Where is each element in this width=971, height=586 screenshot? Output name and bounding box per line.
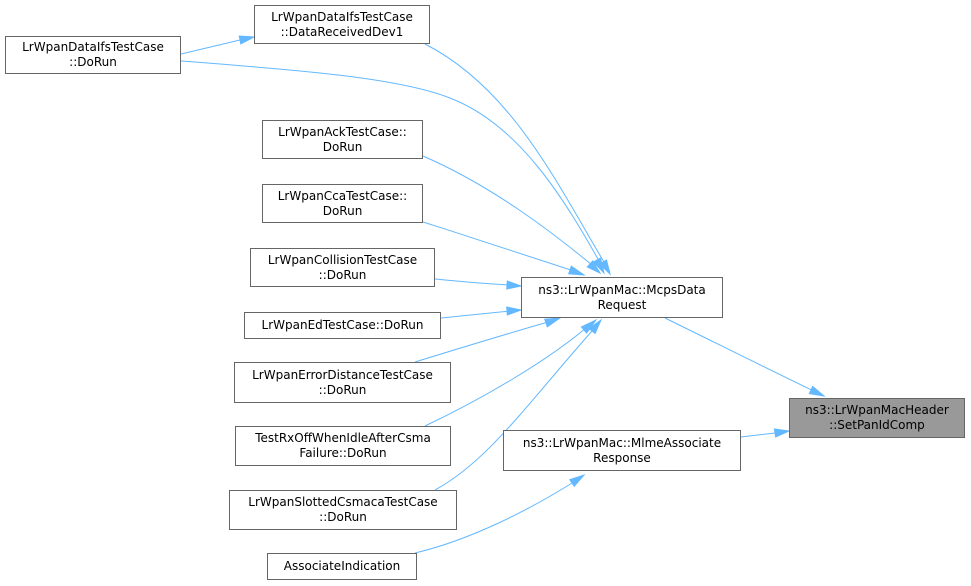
node-label-line: AssociateIndication <box>283 559 401 573</box>
edge-datareceived-to-mcps <box>424 43 611 273</box>
node-label-line: ns3::LrWpanMacHeader <box>805 403 949 417</box>
node-label-line: ::DoRun <box>318 382 367 397</box>
node-slotted-dorun[interactable]: LrWpanSlottedCsmacaTestCase ::DoRun <box>229 490 457 530</box>
node-associate-indication[interactable]: AssociateIndication <box>267 553 417 580</box>
edge-collision-to-mcps <box>434 278 511 286</box>
node-label-line: LrWpanDataIfsTestCase <box>22 40 164 54</box>
arrowhead-icon <box>506 280 523 290</box>
arrowhead-icon <box>569 473 586 488</box>
edge-dorun-to-datareceived <box>180 39 241 55</box>
arrowhead-icon <box>544 317 562 328</box>
node-set-pan-id-comp[interactable]: ns3::LrWpanMacHeader ::SetPanIdComp <box>789 398 965 438</box>
node-label-line: LrWpanEdTestCase::DoRun <box>261 318 424 332</box>
node-mlme-associate-response[interactable]: ns3::LrWpanMac::MlmeAssociate Response <box>503 430 741 471</box>
edge-ed-to-mcps <box>440 310 511 319</box>
node-cca-dorun[interactable]: LrWpanCcaTestCase:: DoRun <box>262 184 423 223</box>
edge-rxoff-to-mcps <box>424 321 594 427</box>
arrowhead-icon <box>586 260 602 275</box>
arrowhead-icon <box>592 257 605 275</box>
node-ed-dorun[interactable]: LrWpanEdTestCase::DoRun <box>244 312 441 339</box>
node-label-line: DoRun <box>322 139 363 154</box>
arrowhead-icon <box>506 306 523 316</box>
node-label-line: DoRun <box>322 203 363 218</box>
node-errordistance-dorun[interactable]: LrWpanErrorDistanceTestCase ::DoRun <box>234 362 451 403</box>
edge-mlme-to-setpanid <box>740 432 776 438</box>
node-label-line: LrWpanErrorDistanceTestCase <box>252 367 433 382</box>
edge-associate-to-mlme <box>414 477 581 554</box>
node-mcps-data-request[interactable]: ns3::LrWpanMac::McpsData Request <box>521 277 723 318</box>
node-label-line: LrWpanAckTestCase:: <box>278 124 407 139</box>
node-label-line: ns3::LrWpanMac::MlmeAssociate <box>522 435 722 450</box>
node-label-line: ns3::LrWpanMac::McpsData <box>538 282 706 297</box>
node-dataifs-datareceiveddev1[interactable]: LrWpanDataIfsTestCase ::DataReceivedDev1 <box>254 5 430 44</box>
node-collision-dorun[interactable]: LrWpanCollisionTestCase ::DoRun <box>250 248 435 287</box>
edge-mcps-to-setpanid <box>664 317 821 395</box>
arrowhead-icon <box>568 265 586 276</box>
node-label-line: ::DoRun <box>319 510 367 524</box>
node-label-line: TestRxOffWhenIdleAfterCsma <box>255 431 431 445</box>
node-label-line: LrWpanSlottedCsmacaTestCase <box>248 495 438 509</box>
edge-slotted-to-mcps <box>434 321 601 491</box>
arrowhead-icon <box>238 35 256 45</box>
node-label-line: ::DataReceivedDev1 <box>280 24 404 39</box>
node-label-line: LrWpanCollisionTestCase <box>267 252 418 267</box>
node-label-line: LrWpanDataIfsTestCase <box>271 9 413 24</box>
edge-dataifs-dorun-to-mcps <box>180 60 604 269</box>
arrowhead-icon <box>773 428 791 438</box>
arrowhead-icon <box>588 318 603 335</box>
node-rxoff-dorun[interactable]: TestRxOffWhenIdleAfterCsma Failure::DoRu… <box>235 426 451 466</box>
node-label-line: Failure::DoRun <box>299 446 387 460</box>
node-label-line: LrWpanCcaTestCase:: <box>277 188 408 203</box>
edge-cca-to-mcps <box>422 221 581 274</box>
node-dataifs-dorun[interactable]: LrWpanDataIfsTestCase ::DoRun <box>5 36 181 74</box>
edge-ack-to-mcps <box>422 155 599 271</box>
node-label-line: ::SetPanIdComp <box>829 418 925 432</box>
node-label-line: ::DoRun <box>69 55 117 69</box>
node-label-line: Request <box>597 297 647 312</box>
node-label-line: Response <box>593 450 651 465</box>
node-ack-dorun[interactable]: LrWpanAckTestCase:: DoRun <box>262 120 423 159</box>
arrowhead-icon <box>808 385 826 397</box>
edge-errordistance-to-mcps <box>414 319 556 363</box>
node-label-line: ::DoRun <box>318 267 367 282</box>
